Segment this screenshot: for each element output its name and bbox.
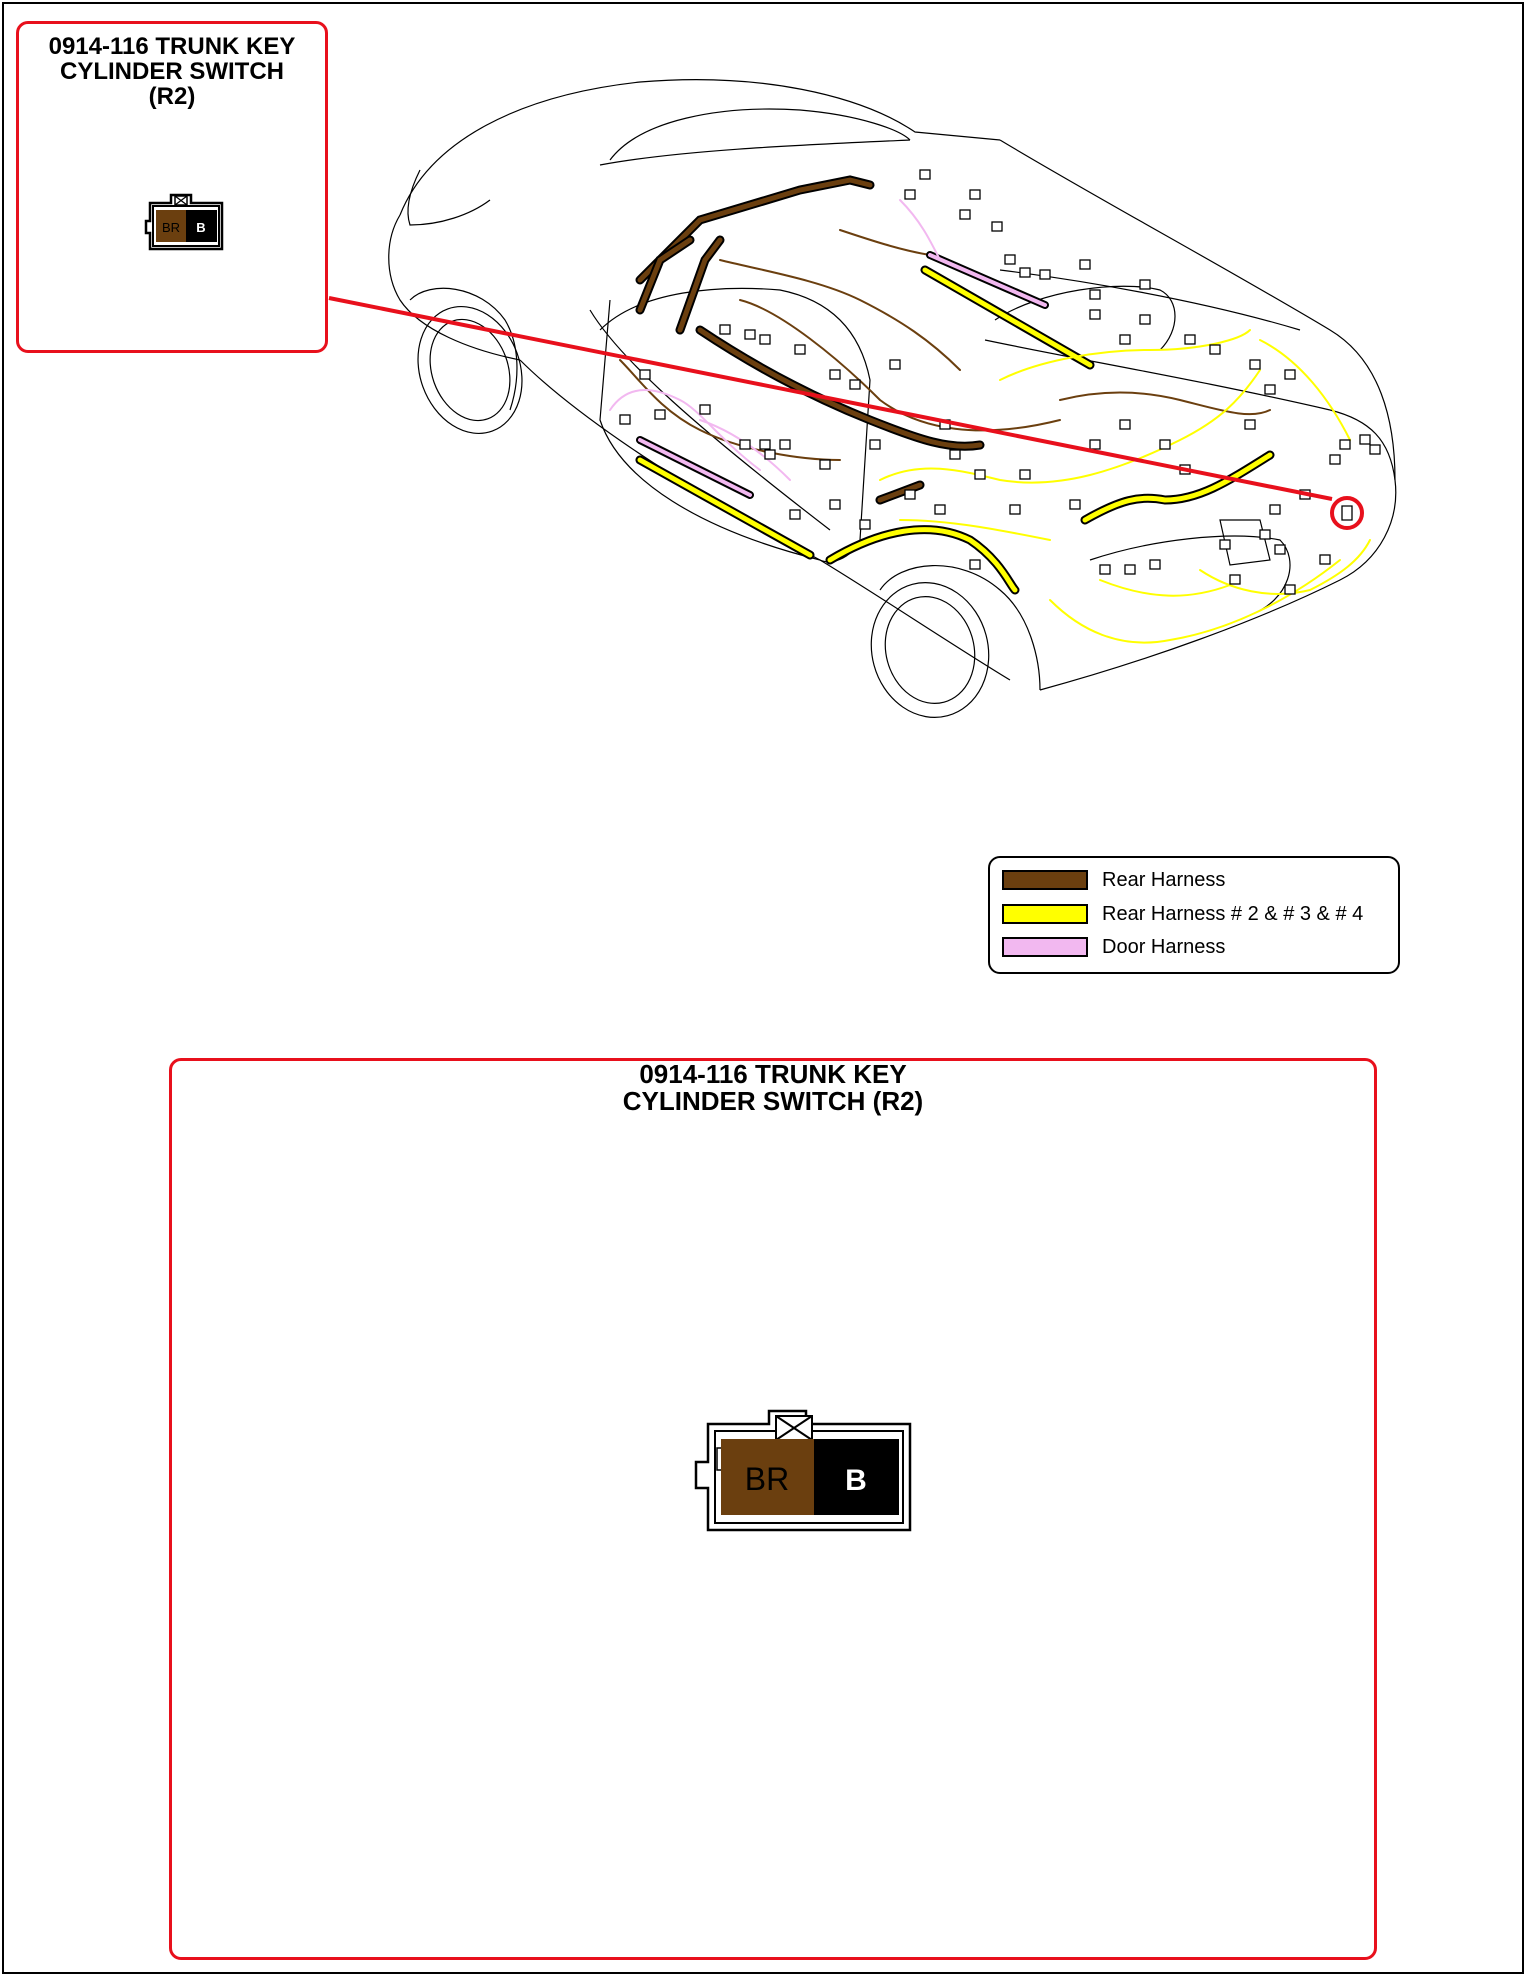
car-body-outline xyxy=(388,79,1397,718)
connector-callout-small: 0914-116 TRUNK KEY CYLINDER SWITCH (R2) … xyxy=(16,21,328,353)
connector-pin-br-small xyxy=(156,210,186,242)
connector-pin-b-large xyxy=(814,1439,899,1515)
legend-item-rear-harness: Rear Harness xyxy=(1002,868,1225,892)
legend-swatch-rear-harness xyxy=(1002,870,1088,890)
pin-label-b-large: B xyxy=(845,1464,867,1497)
connector-icon-large: BR B xyxy=(694,1409,912,1532)
legend-swatch-door-harness xyxy=(1002,937,1088,957)
connector-icon-small: BR B xyxy=(144,193,224,251)
callout-location-marker xyxy=(1330,496,1364,530)
harness-legend: Rear Harness Rear Harness # 2 & # 3 & # … xyxy=(988,856,1400,974)
rear-harness-2-3-4-routing xyxy=(635,265,1371,644)
harness-connectors xyxy=(619,169,1381,595)
legend-swatch-rear-harness-2-3-4 xyxy=(1002,904,1088,924)
callout-title-small: 0914-116 TRUNK KEY CYLINDER SWITCH (R2) xyxy=(48,33,296,111)
callout-title-large: 0914-116 TRUNK KEY CYLINDER SWITCH (R2) xyxy=(622,1059,924,1117)
legend-item-rear-harness-2-3-4: Rear Harness # 2 & # 3 & # 4 xyxy=(1002,902,1363,926)
legend-item-door-harness: Door Harness xyxy=(1002,935,1225,959)
connector-callout-large: 0914-116 TRUNK KEY CYLINDER SWITCH (R2) … xyxy=(169,1058,1377,1960)
door-harness-routing xyxy=(609,199,1049,499)
trunk-key-connector-location xyxy=(1341,505,1353,521)
pin-label-br-large: BR xyxy=(745,1461,789,1497)
connector-pin-br-large xyxy=(721,1439,814,1515)
legend-label-rear-harness: Rear Harness xyxy=(1102,868,1226,891)
legend-label-rear-harness-2-3-4: Rear Harness # 2 & # 3 & # 4 xyxy=(1102,902,1364,925)
legend-label-door-harness: Door Harness xyxy=(1102,935,1226,958)
callout-leader-line xyxy=(328,296,1333,501)
pin-label-b-small: B xyxy=(196,220,205,235)
pin-label-br-small: BR xyxy=(162,220,180,235)
rear-harness-routing xyxy=(619,175,1271,505)
connector-pin-b-small xyxy=(186,210,217,242)
